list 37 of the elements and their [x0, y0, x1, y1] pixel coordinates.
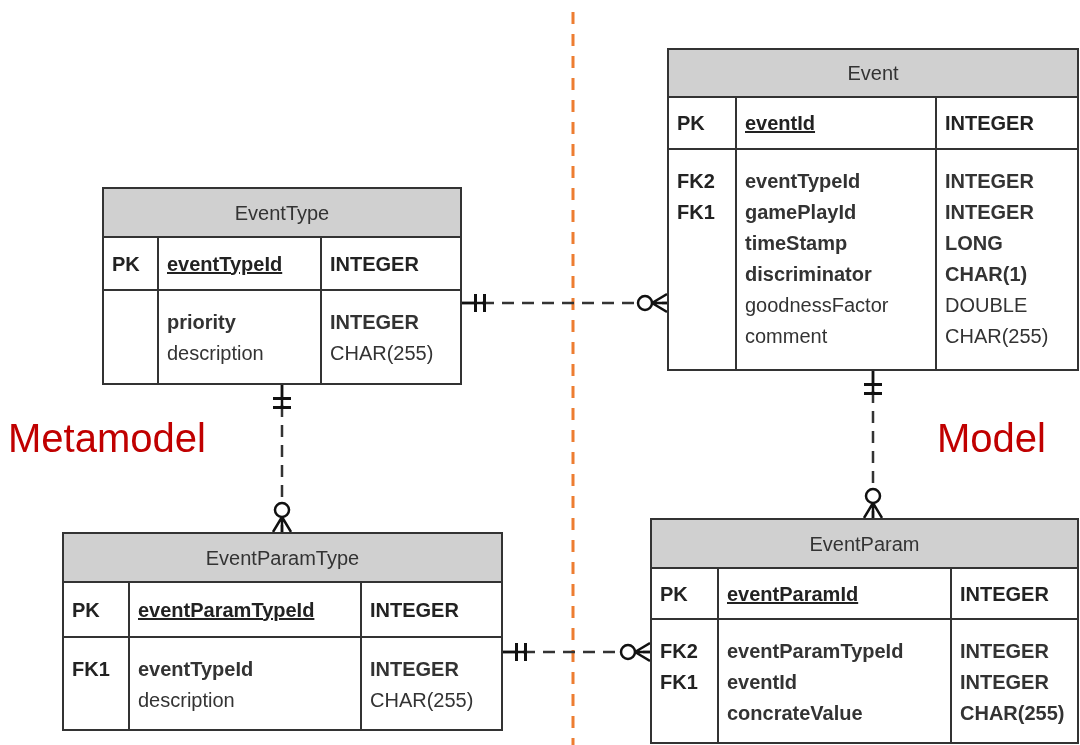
column-names: eventTypeId description: [138, 657, 254, 713]
data-type: INTEGER: [370, 597, 459, 623]
relationship-line: [271, 385, 293, 534]
primary-key-label: PK: [677, 111, 705, 136]
section-label: Metamodel: [8, 418, 206, 458]
column-names: priority description: [167, 310, 264, 366]
primary-key-label: PK: [660, 581, 688, 607]
entity-table: [667, 48, 1079, 371]
entity-table: [62, 532, 503, 731]
section-label: Model: [937, 418, 1046, 458]
table-title: Event: [847, 61, 899, 86]
data-type: INTEGER: [945, 111, 1034, 136]
relationship-line: [462, 292, 669, 314]
foreign-key-labels: FK1: [72, 657, 110, 682]
relationship-line: [503, 641, 652, 663]
foreign-key-labels: FK2 FK1: [660, 639, 698, 695]
table-title: EventParamType: [205, 545, 360, 571]
column-names: eventTypeId gamePlayId timeStamp discriminator goodnessFactor comment: [745, 169, 889, 349]
primary-key-label: PK: [72, 597, 100, 623]
key-column-name: eventParamId: [727, 581, 859, 607]
key-column-name: eventTypeId: [167, 251, 283, 277]
key-column-name: eventId: [745, 111, 816, 136]
column-names: eventParamTypeId eventId concrateValue: [727, 639, 904, 726]
key-column-name: eventParamTypeId: [138, 597, 315, 623]
data-types: INTEGER CHAR(255): [370, 657, 474, 713]
data-types: INTEGER CHAR(255): [330, 310, 434, 366]
table-title: EventType: [234, 200, 330, 226]
data-types: INTEGER INTEGER LONG CHAR(1) DOUBLE CHAR(255): [945, 169, 1049, 349]
primary-key-label: PK: [112, 251, 140, 277]
table-title: EventParam: [809, 531, 920, 557]
foreign-key-labels: FK2 FK1: [677, 169, 715, 225]
data-type: INTEGER: [330, 251, 419, 277]
data-type: INTEGER: [960, 581, 1049, 607]
data-types: INTEGER INTEGER CHAR(255): [960, 639, 1065, 726]
relationship-line: [862, 371, 884, 520]
entity-table: [650, 518, 1079, 744]
entity-table: [102, 187, 462, 385]
